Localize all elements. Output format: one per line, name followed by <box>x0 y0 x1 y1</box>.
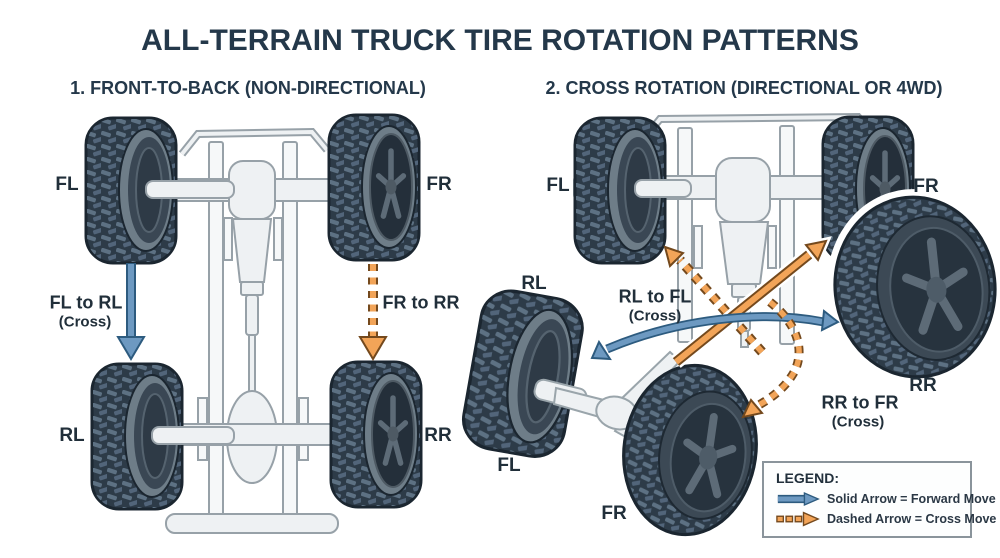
label-d2-fr-top: FR <box>913 176 939 197</box>
legend-item-solid: Solid Arrow = Forward Move <box>776 491 996 507</box>
heading-cross-rotation: 2. CROSS ROTATION (DIRECTIONAL OR 4WD) <box>545 78 943 98</box>
tire-d1-rr <box>331 362 421 507</box>
page-title: ALL-TERRAIN TRUCK TIRE ROTATION PATTERNS <box>141 24 859 57</box>
move-label-fl-to-rl: FL to RL <box>49 292 123 313</box>
label-d1-rr: RR <box>424 425 452 446</box>
label-d1-fr: FR <box>426 174 452 195</box>
heading-front-to-back: 1. FRONT-TO-BACK (NON-DIRECTIONAL) <box>70 78 426 98</box>
tire-d2-rl-bottom <box>457 284 589 463</box>
legend-title: LEGEND: <box>776 470 839 486</box>
label-d1-rl: RL <box>59 425 85 446</box>
axle-stub-d2-fl <box>634 179 692 198</box>
tire-d2-rr <box>826 189 1000 385</box>
arrow-fl-to-rl <box>116 263 146 361</box>
arrow-diagonal-forward <box>671 236 832 368</box>
arrow-rr-to-fr <box>741 298 804 419</box>
move-sub-rr-to-fr: (Cross) <box>831 413 885 431</box>
legend-box: LEGEND: Solid Arrow = Forward Move Dashe… <box>762 461 996 538</box>
solid-arrow-icon <box>777 491 820 507</box>
arrow-fr-to-rr <box>358 264 388 361</box>
move-label-rr-to-fr: RR to FR <box>821 392 899 413</box>
legend-text-dashed: Dashed Arrow = Cross Move <box>827 512 997 526</box>
label-d2-fl-bottom: FL <box>497 455 521 476</box>
legend-text-solid: Solid Arrow = Forward Move <box>827 492 996 506</box>
label-d2-rr: RR <box>909 375 937 396</box>
label-d2-fr-bottom: FR <box>601 503 627 524</box>
legend-item-dashed: Dashed Arrow = Cross Move <box>776 511 996 527</box>
move-sub-fl-to-rl: (Cross) <box>58 313 112 331</box>
label-d1-fl: FL <box>55 174 79 195</box>
tire-d1-fr <box>329 115 419 260</box>
label-d2-fl-top: FL <box>546 175 570 196</box>
dashed-arrow-icon <box>776 511 820 527</box>
move-sub-rl-to-fl: (Cross) <box>628 307 682 325</box>
move-label-fr-to-rr: FR to RR <box>382 292 460 313</box>
label-d2-rl: RL <box>521 273 547 294</box>
tire-d2-fr-bottom <box>622 363 758 537</box>
axle-stubs-d1 <box>145 180 235 445</box>
arrow-rl-to-fl <box>663 245 766 356</box>
arrow-blue-cross-span <box>590 309 840 361</box>
move-label-rl-to-fl: RL to FL <box>618 286 692 307</box>
